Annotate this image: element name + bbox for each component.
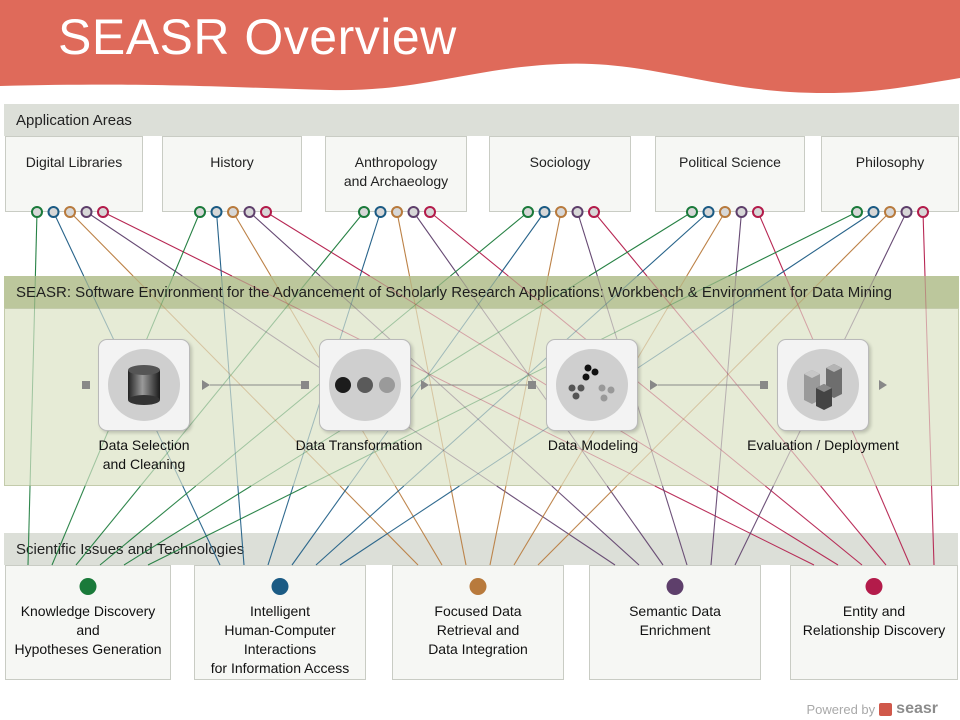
- port-dot-icon: [227, 206, 239, 218]
- powered-by-logo: Powered by seasr: [807, 700, 938, 718]
- port-dot-icon: [538, 206, 551, 218]
- port-dot-icon: [31, 206, 43, 218]
- app-area-political-science: Political Science: [655, 136, 805, 212]
- data-retrieval-dot-icon: [469, 578, 487, 595]
- app-area-digital-libraries: Digital Libraries: [5, 136, 143, 212]
- seasr-logo-icon: [879, 702, 893, 716]
- port-dot-icon: [900, 206, 913, 218]
- port-dot-icon: [917, 206, 929, 218]
- port-dot-icon: [752, 206, 764, 218]
- app-area-sociology: Sociology: [489, 136, 631, 212]
- arrow-right-icon: [650, 380, 658, 390]
- connector-port-icon: [82, 381, 90, 389]
- port-dot-icon: [719, 206, 731, 218]
- port-dot-icon: [702, 206, 715, 218]
- arrow-right-icon: [202, 380, 210, 390]
- port-dot-icon: [194, 206, 206, 218]
- stage-data-transformation-tile: [319, 339, 411, 431]
- port-dot-icon: [588, 206, 600, 218]
- port-dot-icon: [47, 206, 60, 218]
- application-areas-heading: Application Areas: [4, 104, 959, 136]
- port-dot-icon: [851, 206, 863, 218]
- port-dot-icon: [686, 206, 698, 218]
- port-dot-icon: [735, 206, 748, 218]
- page-title: SEASR Overview: [58, 9, 457, 65]
- dots-icon: [335, 377, 395, 393]
- stage-data-selection-label: Data Selection and Cleaning: [98, 437, 190, 472]
- port-dot-icon: [260, 206, 272, 218]
- semantic-enrichment-dot-icon: [666, 578, 684, 595]
- port-dot-icon: [867, 206, 880, 218]
- port-dot-icon: [243, 206, 256, 218]
- port-dot-icon: [358, 206, 370, 218]
- port-dot-icon: [884, 206, 896, 218]
- issue-focused-data-retrieval: Focused Data Retrieval and Data Integrat…: [392, 565, 564, 680]
- arrow-right-icon: [879, 380, 887, 390]
- port-dot-icon: [64, 206, 76, 218]
- port-dot-icon: [210, 206, 223, 218]
- stage-data-selection-tile: [98, 339, 190, 431]
- header-banner: [0, 0, 960, 94]
- port-dot-icon: [97, 206, 109, 218]
- entity-relationship-dot-icon: [865, 578, 883, 595]
- port-dot-icon: [407, 206, 420, 218]
- cluster-icon: [568, 364, 615, 402]
- app-area-anthropology: Anthropology and Archaeology: [325, 136, 467, 212]
- connector-port-icon: [760, 381, 768, 389]
- connector-port-icon: [528, 381, 536, 389]
- seasr-heading: SEASR: Software Environment for the Adva…: [4, 276, 959, 308]
- database-icon: [128, 365, 160, 405]
- port-dot-icon: [80, 206, 93, 218]
- issue-knowledge-discovery: Knowledge Discovery and Hypotheses Gener…: [5, 565, 171, 680]
- stage-evaluation-label: Evaluation / Deployment: [747, 437, 899, 453]
- connector-port-icon: [301, 381, 309, 389]
- port-dot-icon: [555, 206, 567, 218]
- powered-by-text: Powered by: [806, 701, 876, 717]
- app-area-philosophy: Philosophy: [821, 136, 959, 212]
- issues-heading: Scientific Issues and Technologies: [4, 533, 958, 565]
- port-dot-icon: [424, 206, 436, 218]
- issue-semantic-enrichment: Semantic Data Enrichment: [589, 565, 761, 680]
- issue-entity-relationship: Entity and Relationship Discovery: [790, 565, 958, 680]
- port-dot-icon: [522, 206, 534, 218]
- stage-data-modeling-tile: [546, 339, 638, 431]
- issue-human-computer-interaction: Intelligent Human-Computer Interactions …: [194, 565, 366, 680]
- bars-3d-icon: [804, 364, 842, 410]
- knowledge-discovery-dot-icon: [79, 578, 97, 595]
- stage-data-modeling-label: Data Modeling: [547, 437, 639, 453]
- app-area-history: History: [162, 136, 302, 212]
- port-dot-icon: [571, 206, 584, 218]
- hci-dot-icon: [271, 578, 289, 595]
- seasr-brand: seasr: [896, 700, 938, 717]
- stage-evaluation-tile: [777, 339, 869, 431]
- arrow-right-icon: [421, 380, 429, 390]
- port-dot-icon: [374, 206, 387, 218]
- stage-data-transformation-label: Data Transformation: [295, 437, 423, 453]
- port-dot-icon: [391, 206, 403, 218]
